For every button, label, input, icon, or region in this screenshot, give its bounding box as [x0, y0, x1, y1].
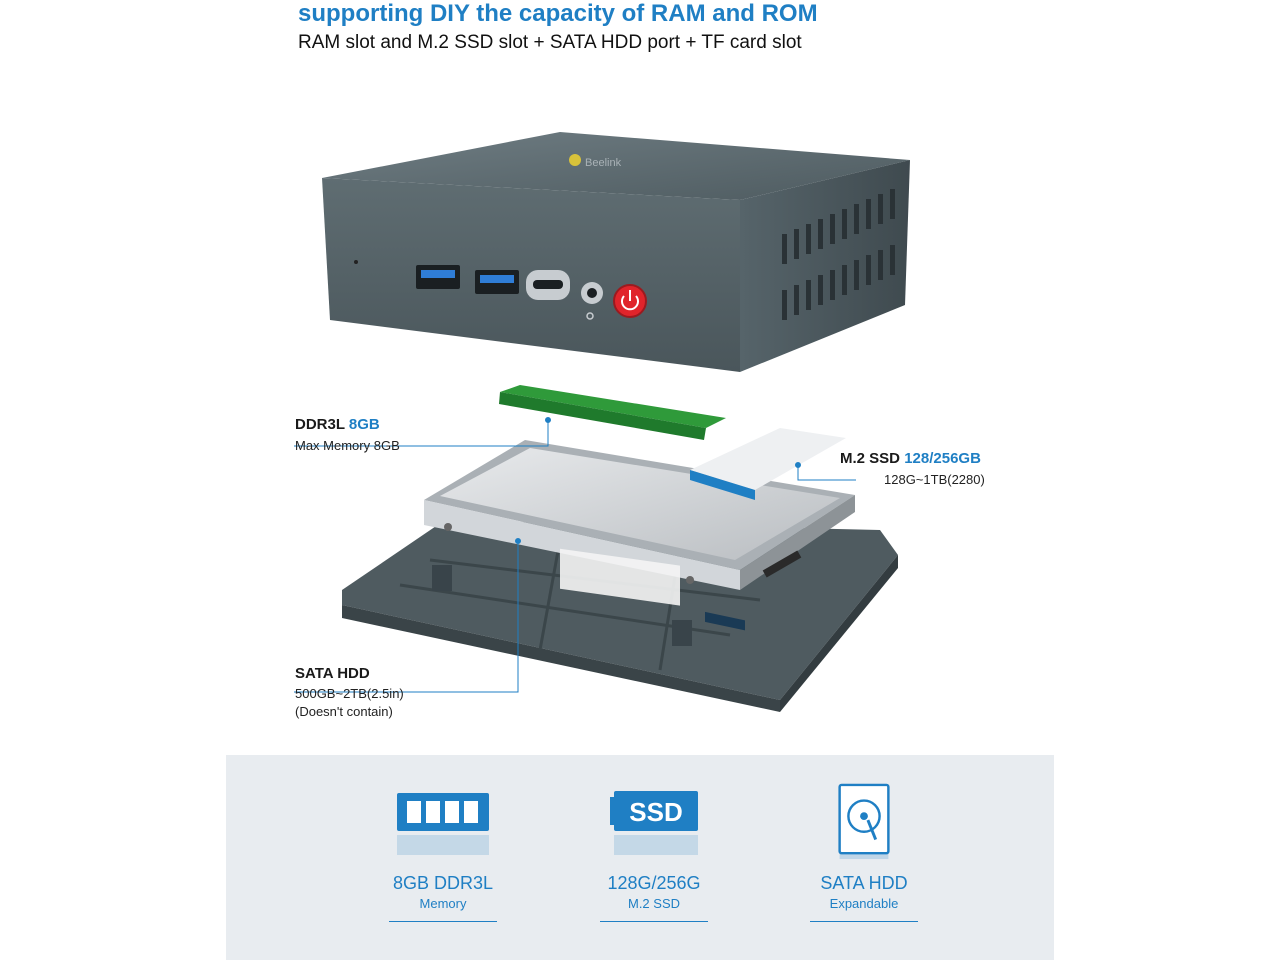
feature-memory-sub: Memory — [419, 896, 467, 911]
feature-ssd-sub: M.2 SSD — [627, 896, 680, 911]
hdd-callout-title: SATA HDD — [295, 665, 370, 682]
status-led-icon — [354, 260, 358, 264]
feature-memory-underline — [389, 921, 497, 922]
svg-text:Beelink: Beelink — [585, 157, 622, 169]
ssd-callout-title: M.2 SSD 128/256GB — [840, 450, 981, 467]
ram-callout-capacity: 8GB — [348, 416, 380, 433]
feature-hdd: SATA HDD Expandable — [774, 755, 954, 960]
ssd-callout-prefix: M.2 SSD — [840, 450, 901, 467]
callout-lines — [294, 417, 856, 693]
mini-pc-device: Beelink — [322, 132, 910, 372]
feature-ssd-label: 128G/256G — [607, 873, 701, 893]
ssd-icon: SSD — [610, 791, 698, 855]
m2-ssd-image — [690, 428, 846, 631]
hard-drive-icon — [838, 783, 890, 860]
page-subtitle: RAM slot and M.2 SSD slot + SATA HDD por… — [298, 32, 802, 53]
ram-callout-title: DDR3L 8GB — [295, 416, 380, 433]
side-vents — [782, 189, 895, 320]
features-panel: 8GB DDR3L Memory SSD 128G/256G M.2 SSD — [226, 755, 1054, 960]
sata-hdd-image — [424, 440, 855, 606]
usb-c-port-icon — [526, 270, 570, 300]
feature-hdd-underline — [810, 921, 918, 922]
exploded-view-illustration: Beelink — [294, 132, 910, 712]
usb-port-1-icon — [416, 265, 460, 289]
feature-hdd-label: SATA HDD — [820, 873, 908, 893]
hdd-callout-capacity: 500GB~2TB(2.5in) — [295, 686, 404, 701]
ssd-icon-text: SSD — [629, 797, 682, 827]
ssd-callout-capacity: 128/256GB — [904, 450, 981, 467]
feature-hdd-sub: Expandable — [829, 896, 899, 911]
feature-ssd-underline — [600, 921, 708, 922]
hdd-callout-note: (Doesn't contain) — [295, 704, 393, 719]
memory-icon — [397, 793, 489, 855]
feature-ssd: SSD 128G/256G M.2 SSD — [564, 755, 744, 960]
audio-jack-icon — [581, 282, 603, 320]
feature-memory-label: 8GB DDR3L — [392, 873, 494, 893]
feature-memory: 8GB DDR3L Memory — [353, 755, 533, 960]
ssd-callout-sub: 128G~1TB(2280) — [884, 472, 985, 487]
ram-callout-prefix: DDR3L — [295, 416, 345, 433]
power-button-icon — [613, 284, 647, 318]
brand-logo-icon — [569, 154, 581, 166]
usb-port-2-icon — [475, 270, 519, 294]
ram-callout-sub: Max Memory 8GB — [295, 438, 400, 453]
page-title: supporting DIY the capacity of RAM and R… — [298, 0, 818, 27]
